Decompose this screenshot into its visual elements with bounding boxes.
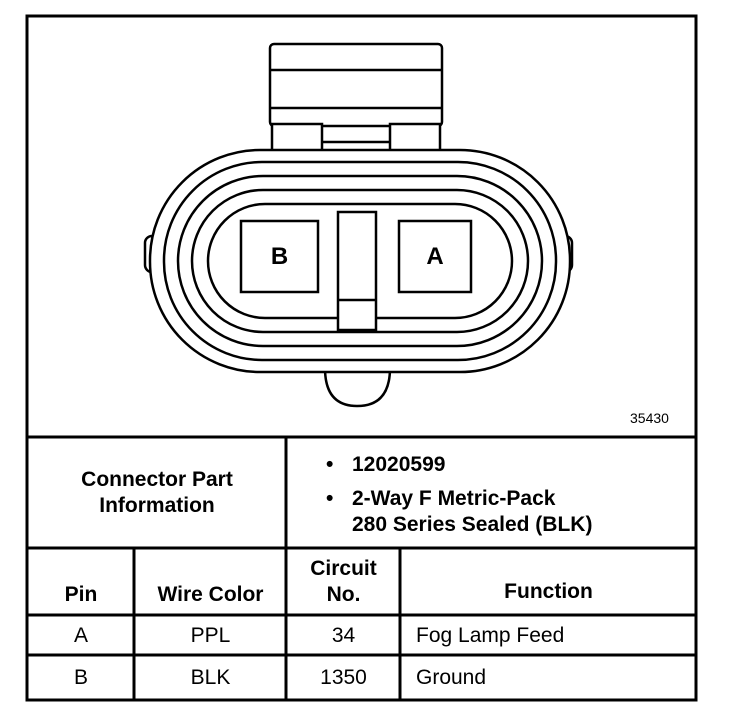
row-b-pin: B (73, 666, 88, 689)
part-number: 12020599 (352, 453, 446, 476)
bullet-icon: • (326, 487, 334, 510)
part-info-list: • 12020599 • 2-Way F Metric-Pack 280 Ser… (322, 452, 712, 538)
figure-number: 35430 (630, 410, 669, 426)
cavity-b (239, 219, 320, 294)
housing-ring-3 (176, 174, 544, 348)
pin-label-a: A (426, 242, 444, 270)
row-b-circuit: 1350 (320, 666, 367, 689)
row-a-circuit: 34 (331, 623, 356, 647)
part-info-label-line1: Connector Part (81, 468, 233, 491)
description-item: • 2-Way F Metric-Pack 280 Series Sealed … (322, 486, 712, 538)
bottom-bump (323, 367, 392, 408)
pin-label-b: B (270, 242, 289, 270)
connector-drawing (143, 42, 574, 408)
cavity-a (397, 219, 473, 294)
bullet-icon: • (326, 453, 334, 476)
header-circuit-line1: Circuit (310, 557, 377, 580)
row-a-function: Fog Lamp Feed (416, 623, 565, 647)
center-key (336, 210, 378, 332)
header-function: Function (504, 580, 593, 603)
row-b-wire-color: BLK (190, 666, 231, 689)
connector-part-info-label: Connector Part Information (29, 439, 285, 547)
header-circuit-line2: No. (326, 583, 361, 606)
part-number-item: • 12020599 (322, 452, 712, 478)
latch-top (268, 42, 444, 128)
housing-ring-2 (162, 160, 558, 362)
outer-frame (25, 14, 698, 702)
row-a-wire-color: PPL (190, 623, 231, 647)
row-b-function: Ground (416, 666, 487, 689)
header-circuit-no: Circuit No. (288, 550, 399, 614)
housing-ring-4 (190, 188, 530, 334)
row-a-pin: A (73, 623, 88, 647)
description-line1: 2-Way F Metric-Pack (352, 487, 556, 510)
header-pin: Pin (64, 583, 98, 606)
part-info-label-line2: Information (99, 494, 215, 517)
description-line2: 280 Series Sealed (BLK) (352, 513, 593, 536)
header-wire-color: Wire Color (157, 583, 264, 606)
